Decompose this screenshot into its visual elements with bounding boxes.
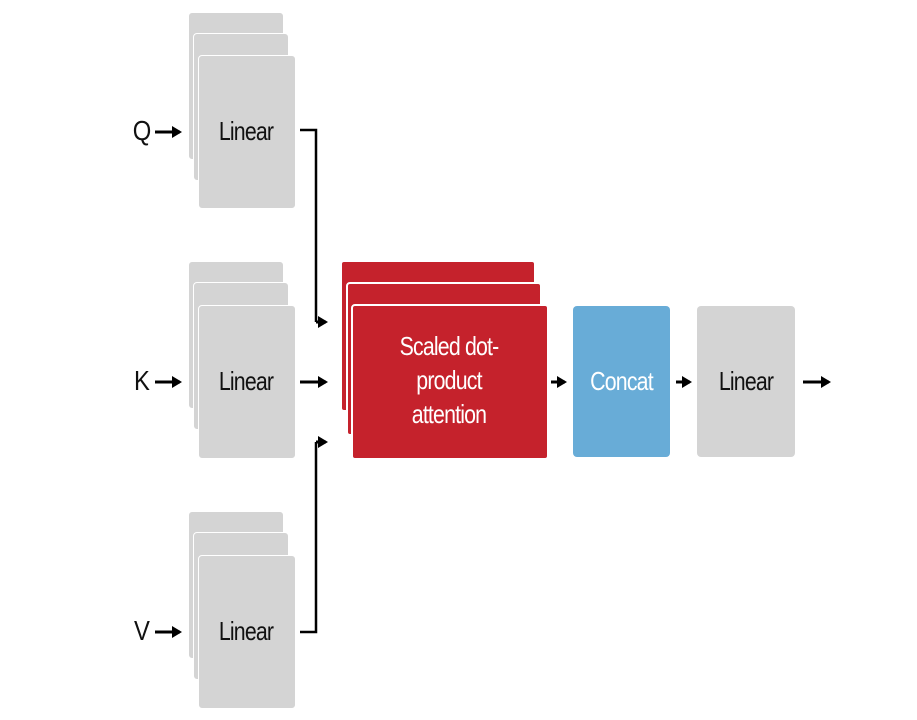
output-linear-box bbox=[697, 306, 795, 457]
linear-box-v bbox=[198, 555, 296, 709]
wire-v bbox=[300, 442, 318, 634]
wire-q bbox=[300, 128, 318, 322]
linear-label-k: Linear bbox=[218, 365, 274, 396]
output-linear-label: Linear bbox=[718, 366, 774, 396]
attention-box bbox=[351, 304, 549, 460]
linear-label-q: Linear bbox=[218, 115, 274, 146]
concat-box bbox=[573, 306, 670, 457]
input-label-v: V bbox=[134, 615, 150, 646]
linear-box-q bbox=[198, 55, 296, 209]
input-label-q: Q bbox=[132, 115, 152, 146]
linear-box-k bbox=[198, 305, 296, 459]
input-label-k: K bbox=[134, 365, 150, 396]
attention-label: Scaled dot-product attention bbox=[399, 331, 500, 429]
linear-label-v: Linear bbox=[218, 615, 274, 646]
concat-label: Concat bbox=[590, 366, 653, 396]
